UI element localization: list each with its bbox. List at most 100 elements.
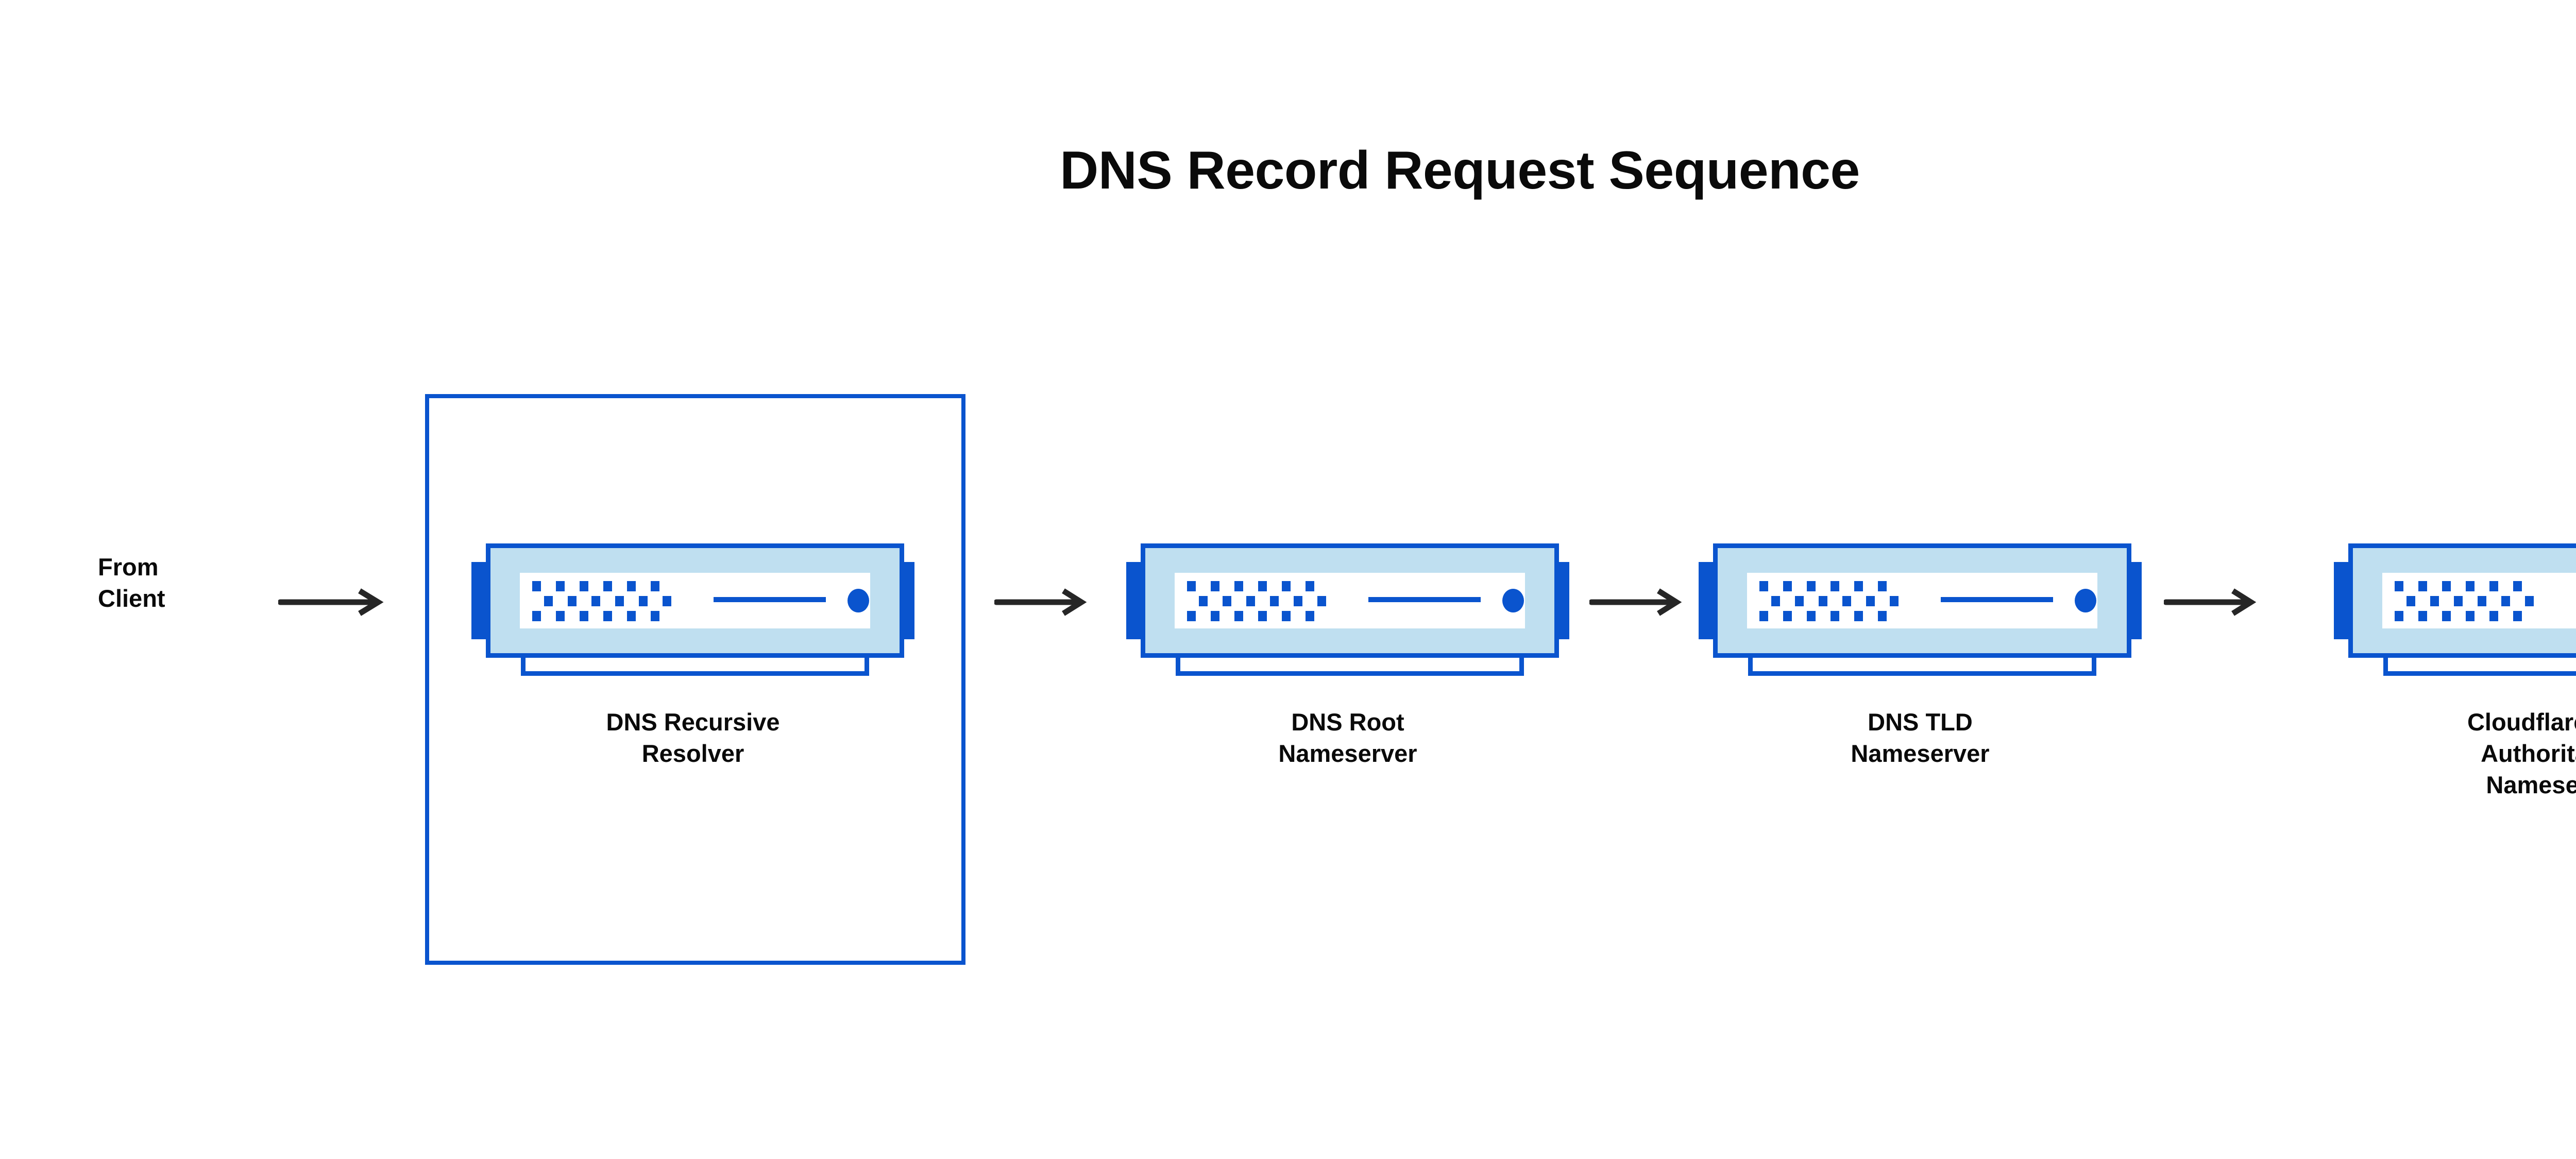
arrow-client-to-resolver bbox=[278, 588, 384, 617]
server-vent-icon bbox=[651, 581, 659, 591]
server-vent-icon bbox=[1258, 611, 1267, 621]
server-status-dot-icon bbox=[2075, 589, 2096, 612]
arrow-resolver-to-root bbox=[994, 588, 1087, 617]
server-vent-icon bbox=[2466, 611, 2475, 621]
server-vent-icon bbox=[1282, 611, 1291, 621]
node-cloudflare-authoritative-nameserver[interactable]: Cloudflare.com Authoritative Nameserver bbox=[2334, 543, 2576, 798]
server-vent-icon bbox=[1890, 596, 1899, 606]
server-vent-icon bbox=[1187, 611, 1196, 621]
server-vent-icon bbox=[2418, 611, 2427, 621]
server-base-plate-icon bbox=[1748, 656, 2096, 676]
resolver-highlight-box bbox=[425, 394, 965, 965]
node-dns-tld-nameserver[interactable]: DNS TLD Nameserver bbox=[1699, 543, 2142, 767]
server-vent-icon bbox=[2466, 581, 2475, 591]
server-status-dot-icon bbox=[1502, 589, 1524, 612]
server-vent-icon bbox=[1854, 611, 1863, 621]
server-vent-icon bbox=[1866, 596, 1875, 606]
server-vent-icon bbox=[580, 581, 588, 591]
server-vent-icon bbox=[2418, 581, 2427, 591]
server-vent-icon bbox=[1246, 596, 1255, 606]
server-vent-icon bbox=[591, 596, 600, 606]
server-vents-icon bbox=[2395, 581, 2539, 621]
server-vent-icon bbox=[1795, 596, 1804, 606]
server-vent-icon bbox=[1211, 611, 1219, 621]
server-vent-icon bbox=[1878, 581, 1887, 591]
server-vent-icon bbox=[1807, 581, 1816, 591]
server-vent-icon bbox=[532, 581, 541, 591]
server-base-plate-icon bbox=[1176, 656, 1524, 676]
server-vent-icon bbox=[2430, 596, 2439, 606]
server-vent-icon bbox=[2395, 611, 2403, 621]
server-vent-icon bbox=[1234, 611, 1243, 621]
server-icon bbox=[1126, 543, 1569, 677]
server-status-dot-icon bbox=[848, 589, 869, 612]
server-vent-icon bbox=[2406, 596, 2415, 606]
node-dns-root-nameserver[interactable]: DNS Root Nameserver bbox=[1126, 543, 1569, 767]
server-vent-icon bbox=[1842, 596, 1851, 606]
arrow-root-to-tld bbox=[1589, 588, 1682, 617]
server-vent-icon bbox=[556, 581, 565, 591]
server-vent-icon bbox=[1199, 596, 1208, 606]
server-vent-icon bbox=[1294, 596, 1302, 606]
node-label: DNS Recursive Resolver bbox=[606, 708, 780, 768]
node-label: DNS TLD Nameserver bbox=[1851, 708, 1990, 768]
server-vent-icon bbox=[1234, 581, 1243, 591]
node-label: Cloudflare.com Authoritative Nameserver bbox=[2467, 708, 2576, 799]
server-vent-icon bbox=[2489, 581, 2498, 591]
server-icon bbox=[2334, 543, 2576, 677]
server-vent-icon bbox=[639, 596, 648, 606]
server-vent-icon bbox=[1771, 596, 1780, 606]
server-vent-icon bbox=[663, 596, 671, 606]
server-vent-icon bbox=[1783, 611, 1792, 621]
server-vent-icon bbox=[1317, 596, 1326, 606]
server-vent-icon bbox=[1831, 581, 1839, 591]
server-vent-icon bbox=[603, 611, 612, 621]
server-vent-icon bbox=[2513, 611, 2522, 621]
server-vent-icon bbox=[2454, 596, 2463, 606]
server-vent-icon bbox=[1306, 611, 1314, 621]
server-vent-icon bbox=[627, 581, 636, 591]
server-vent-icon bbox=[1831, 611, 1839, 621]
server-vent-icon bbox=[556, 611, 565, 621]
server-vent-icon bbox=[1759, 581, 1768, 591]
server-vent-icon bbox=[1306, 581, 1314, 591]
server-vent-icon bbox=[2442, 581, 2451, 591]
server-vent-icon bbox=[1807, 611, 1816, 621]
server-vent-icon bbox=[1878, 611, 1887, 621]
server-vent-icon bbox=[2513, 581, 2522, 591]
server-vent-icon bbox=[544, 596, 553, 606]
server-vents-icon bbox=[532, 581, 676, 621]
server-vent-icon bbox=[568, 596, 577, 606]
server-vent-icon bbox=[1854, 581, 1863, 591]
server-vent-icon bbox=[615, 596, 624, 606]
server-vent-icon bbox=[2478, 596, 2486, 606]
server-vent-icon bbox=[1270, 596, 1279, 606]
server-vent-icon bbox=[1211, 581, 1219, 591]
server-status-line-icon bbox=[1368, 597, 1481, 602]
server-vent-icon bbox=[651, 611, 659, 621]
server-vent-icon bbox=[2395, 581, 2403, 591]
server-icon bbox=[471, 543, 914, 677]
from-client-caption: From Client bbox=[98, 553, 165, 612]
server-base-plate-icon bbox=[2383, 656, 2576, 676]
server-vent-icon bbox=[2525, 596, 2534, 606]
node-label: DNS Root Nameserver bbox=[1278, 708, 1417, 768]
server-vent-icon bbox=[580, 611, 588, 621]
server-status-line-icon bbox=[714, 597, 826, 602]
server-vent-icon bbox=[1223, 596, 1231, 606]
server-vents-icon bbox=[1759, 581, 1904, 621]
arrow-tld-to-authoritative bbox=[2164, 588, 2257, 617]
server-vent-icon bbox=[1282, 581, 1291, 591]
server-base-plate-icon bbox=[521, 656, 869, 676]
page-title: DNS Record Request Sequence bbox=[1060, 141, 1860, 200]
server-vent-icon bbox=[627, 611, 636, 621]
server-vent-icon bbox=[1187, 581, 1196, 591]
server-vent-icon bbox=[2501, 596, 2510, 606]
server-vent-icon bbox=[1759, 611, 1768, 621]
server-vent-icon bbox=[2442, 611, 2451, 621]
server-vent-icon bbox=[2489, 611, 2498, 621]
server-vent-icon bbox=[1819, 596, 1827, 606]
node-dns-recursive-resolver[interactable]: DNS Recursive Resolver bbox=[471, 543, 914, 767]
server-icon bbox=[1699, 543, 2142, 677]
